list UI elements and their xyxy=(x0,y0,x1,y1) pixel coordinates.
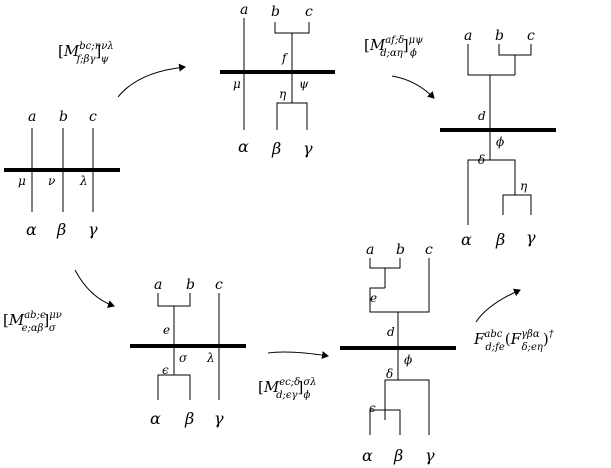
label-bot-gamma: γ xyxy=(214,409,224,428)
label-top-a: a xyxy=(154,277,162,293)
label-top-b: b xyxy=(271,4,280,20)
label-bot-gamma: γ xyxy=(88,220,98,239)
label-bot-gamma: γ xyxy=(303,139,313,158)
arrow-2 xyxy=(391,75,435,99)
label-bot-alpha: α xyxy=(461,230,472,249)
wire-tree xyxy=(467,44,532,225)
label-bot-alpha: α xyxy=(26,220,37,239)
label-top-c: c xyxy=(527,28,535,44)
label-bot-alpha: α xyxy=(238,137,249,156)
label-bot-beta: β xyxy=(393,446,403,465)
arrow-5 xyxy=(475,288,521,323)
label-epsilon: ϵ xyxy=(162,363,169,377)
label-psi: ψ xyxy=(299,77,309,91)
label-epsilon: ϵ xyxy=(369,401,376,415)
arrow-1 xyxy=(117,63,186,98)
label-top-a: a xyxy=(28,109,36,125)
diagram-top-middle: a b c f μ ψ η α β γ xyxy=(220,2,335,158)
diagram-initial: a b c μ ν λ α β γ xyxy=(4,109,120,239)
label-top-a: a xyxy=(366,242,374,258)
label-delta: δ xyxy=(478,153,485,167)
label-bot-beta: β xyxy=(271,139,281,158)
label-eta: η xyxy=(520,179,528,193)
label-delta: δ xyxy=(386,367,393,381)
diagram-bottom-right: a b c e d ϕ δ ϵ α β γ xyxy=(340,242,456,465)
label-e: e xyxy=(370,291,377,305)
label-phi: ϕ xyxy=(496,135,504,149)
label-bot-alpha: α xyxy=(150,409,161,428)
label-top-a: a xyxy=(240,2,248,18)
label-bot-beta: β xyxy=(184,409,194,428)
label-lambda: λ xyxy=(79,174,88,188)
label-bot-gamma: γ xyxy=(526,228,536,247)
label-top-b: b xyxy=(186,277,195,293)
label-nu: ν xyxy=(48,174,55,188)
label-top-c: c xyxy=(215,277,223,293)
label-bot-gamma: γ xyxy=(425,446,435,465)
label-eta: η xyxy=(279,87,287,101)
label-lambda: λ xyxy=(206,351,215,365)
label-top-b: b xyxy=(59,109,68,125)
label-sigma: σ xyxy=(179,351,188,365)
diagram-bottom-left: a b c e σ λ ϵ α β γ xyxy=(130,277,246,428)
arrow-4 xyxy=(267,351,329,360)
label-mu: μ xyxy=(18,174,26,188)
label-phi: ϕ xyxy=(404,353,412,367)
label-d: d xyxy=(478,109,486,123)
label-bot-alpha: α xyxy=(362,446,373,465)
label-top-c: c xyxy=(305,4,313,20)
arrow-3 xyxy=(74,269,115,308)
label-top-c: c xyxy=(425,242,433,258)
label-top-b: b xyxy=(495,28,504,44)
label-d: d xyxy=(387,325,395,339)
label-e: e xyxy=(163,323,170,337)
label-top-c: c xyxy=(89,109,97,125)
label-bot-beta: β xyxy=(495,230,505,249)
label-bot-beta: β xyxy=(56,220,66,239)
label-f: f xyxy=(281,51,289,65)
label-top-a: a xyxy=(464,28,472,44)
diagram-top-right: a b c d ϕ δ η α β γ xyxy=(440,28,556,249)
label-mu: μ xyxy=(233,77,241,91)
label-top-b: b xyxy=(396,242,405,258)
wire-tree xyxy=(274,22,310,130)
